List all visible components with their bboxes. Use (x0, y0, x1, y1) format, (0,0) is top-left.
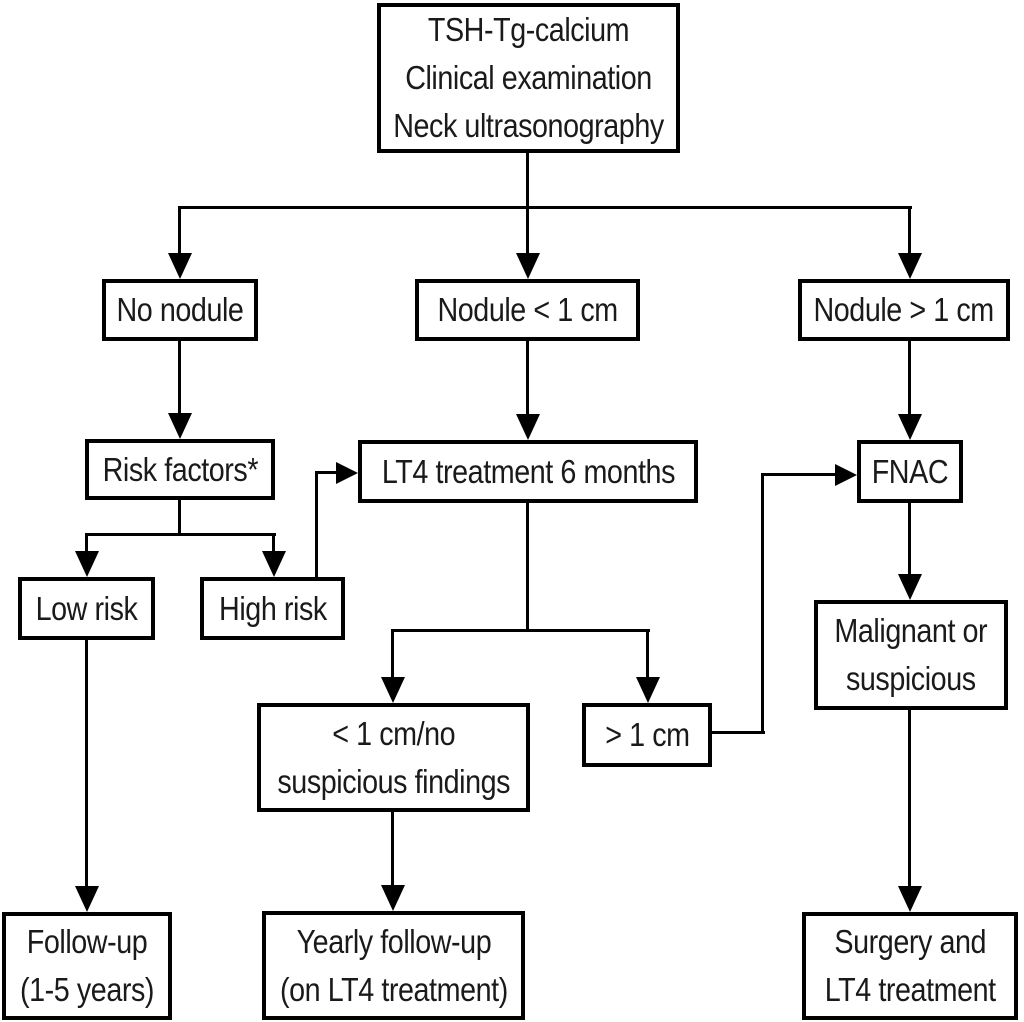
node-nodule-gt-1cm-label: Nodule > 1 cm (813, 291, 995, 329)
node-nodule-gt-1cm: Nodule > 1 cm (798, 279, 1010, 341)
node-yearly-follow-up-label: Yearly follow-up (on LT4 treatment) (279, 922, 508, 1008)
edge-to-high-risk (272, 533, 275, 553)
node-lt4-treatment: LT4 treatment 6 months (358, 440, 698, 503)
node-start: TSH-Tg-calcium Clinical examination Neck… (377, 3, 680, 153)
arrowhead-fnac-top (898, 414, 922, 440)
edge-to-nodule-lt-1cm (526, 206, 529, 255)
edge-small-yearly (391, 812, 394, 887)
edge-nodule-gt-fnac (908, 341, 911, 416)
arrowhead-nodule-lt-1cm (516, 253, 540, 279)
edge-to-gt-1cm (646, 629, 649, 679)
arrowhead-risk-factors (168, 413, 192, 439)
edge-fnac-malignant (908, 503, 911, 576)
node-risk-factors-label: Risk factors* (102, 450, 258, 488)
arrowhead-fnac-left (835, 464, 857, 486)
edge-high-risk-right (315, 471, 340, 474)
edge-malignant-surgery (908, 710, 911, 888)
node-small-or-no-suspicious-label: < 1 cm/no suspicious findings (277, 714, 510, 800)
edge-to-nodule-gt-1cm (908, 206, 911, 255)
arrowhead-high-risk (262, 551, 286, 577)
node-follow-up: Follow-up (1-5 years) (2, 912, 172, 1020)
edge-lt4-split-bar (391, 629, 650, 632)
arrowhead-yearly-follow-up (381, 885, 405, 911)
node-surgery-lt4-label: Surgery and LT4 treatment (824, 923, 996, 1008)
node-surgery-lt4: Surgery and LT4 treatment (802, 912, 1018, 1020)
node-low-risk-label: Low risk (35, 589, 138, 627)
node-no-nodule: No nodule (102, 279, 258, 341)
edge-high-risk-up (315, 471, 318, 577)
node-fnac-label: FNAC (871, 452, 949, 490)
node-gt-1cm-label: > 1 cm (604, 716, 690, 754)
edge-low-risk-follow-up (85, 640, 88, 888)
node-yearly-follow-up: Yearly follow-up (on LT4 treatment) (262, 911, 525, 1020)
arrowhead-no-nodule (168, 253, 192, 279)
arrowhead-low-risk (75, 551, 99, 577)
edge-level1-split-bar (178, 206, 912, 209)
node-fnac: FNAC (857, 440, 963, 503)
node-nodule-lt-1cm: Nodule < 1 cm (415, 279, 640, 341)
edge-to-no-nodule (178, 206, 181, 255)
node-nodule-lt-1cm-label: Nodule < 1 cm (437, 291, 618, 329)
edge-start-down (526, 153, 529, 209)
edge-gt-1cm-right (712, 731, 765, 734)
node-high-risk-label: High risk (218, 589, 327, 627)
node-lt4-treatment-label: LT4 treatment 6 months (381, 452, 675, 490)
node-start-label: TSH-Tg-calcium Clinical examination Neck… (393, 11, 664, 144)
arrowhead-follow-up (75, 886, 99, 912)
arrowhead-nodule-gt-1cm (898, 253, 922, 279)
arrowhead-malignant (898, 574, 922, 600)
edge-nodule-lt-lt4 (526, 341, 529, 416)
node-small-or-no-suspicious: < 1 cm/no suspicious findings (257, 703, 530, 812)
edge-to-small-no-suspicious (391, 629, 394, 679)
node-risk-factors: Risk factors* (85, 439, 275, 500)
edge-no-nodule-risk-factors (178, 341, 181, 415)
node-gt-1cm: > 1 cm (582, 703, 712, 767)
node-high-risk: High risk (200, 577, 345, 640)
node-malignant-or-suspicious-label: Malignant or suspicious (834, 612, 988, 697)
edge-risk-split-bar (85, 533, 276, 536)
arrowhead-gt-1cm (636, 677, 660, 703)
node-follow-up-label: Follow-up (1-5 years) (19, 923, 155, 1008)
edge-lt4-down (526, 503, 529, 632)
arrowhead-small-no-suspicious (381, 677, 405, 703)
edge-gt-1cm-to-fnac (761, 473, 837, 476)
node-low-risk: Low risk (18, 577, 155, 640)
arrowhead-lt4-treatment (516, 414, 540, 440)
edge-to-low-risk (85, 533, 88, 553)
arrowhead-surgery (898, 886, 922, 912)
node-malignant-or-suspicious: Malignant or suspicious (814, 600, 1008, 710)
arrowhead-lt4-left (336, 462, 358, 484)
edge-risk-factors-down (178, 500, 181, 536)
edge-gt-1cm-up (761, 473, 764, 734)
node-no-nodule-label: No nodule (116, 291, 244, 329)
